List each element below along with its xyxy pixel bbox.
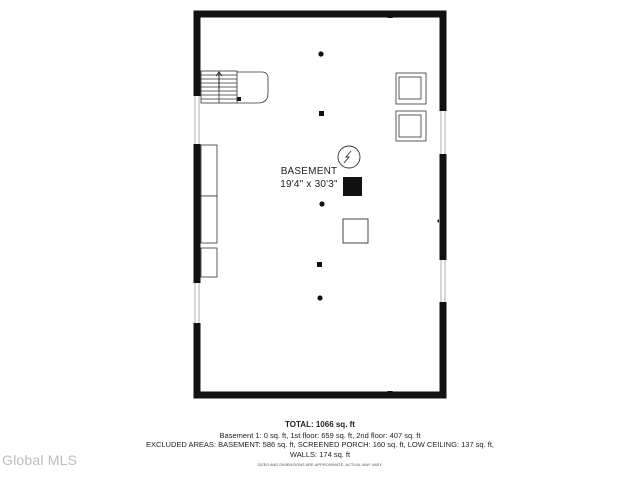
support-post-3 bbox=[319, 201, 325, 207]
window-left-lower bbox=[193, 283, 201, 323]
utility-box bbox=[342, 218, 369, 244]
room-dimensions: 19'4" x 30'3" bbox=[280, 179, 338, 190]
support-post-1 bbox=[318, 51, 324, 57]
excluded-areas: EXCLUDED AREAS: BASEMENT: 586 sq. ft, SC… bbox=[145, 440, 495, 449]
cabinet-left-lower bbox=[200, 247, 218, 278]
water-heater-icon bbox=[337, 145, 361, 169]
watermark-logo: Global MLS bbox=[2, 452, 78, 468]
wall-marker-right bbox=[437, 219, 439, 223]
cabinet-left-middle bbox=[200, 195, 218, 244]
washer bbox=[395, 72, 427, 105]
furnace bbox=[343, 177, 362, 196]
exterior-walls bbox=[193, 10, 447, 399]
window-right-upper bbox=[439, 111, 447, 154]
window-right-lower bbox=[439, 260, 447, 302]
level-areas: Basement 1: 0 sq. ft, 1st floor: 659 sq.… bbox=[219, 431, 421, 440]
stair-post bbox=[237, 97, 241, 101]
staircase bbox=[200, 70, 269, 104]
room-name: BASEMENT bbox=[280, 166, 338, 177]
disclaimer: SIZES AND DIMENSIONS ARE APPROXIMATE, AC… bbox=[257, 462, 383, 467]
support-post-4 bbox=[317, 262, 322, 267]
support-post-2 bbox=[319, 111, 324, 116]
total-area: TOTAL: 1066 sq. ft bbox=[285, 420, 355, 429]
walls-area: WALLS: 174 sq. ft bbox=[289, 450, 351, 459]
wall-marker-bottom bbox=[387, 391, 393, 393]
support-post-5 bbox=[317, 295, 323, 301]
window-left-upper bbox=[193, 96, 201, 144]
wall-marker-top bbox=[387, 16, 393, 18]
dryer bbox=[395, 110, 427, 142]
